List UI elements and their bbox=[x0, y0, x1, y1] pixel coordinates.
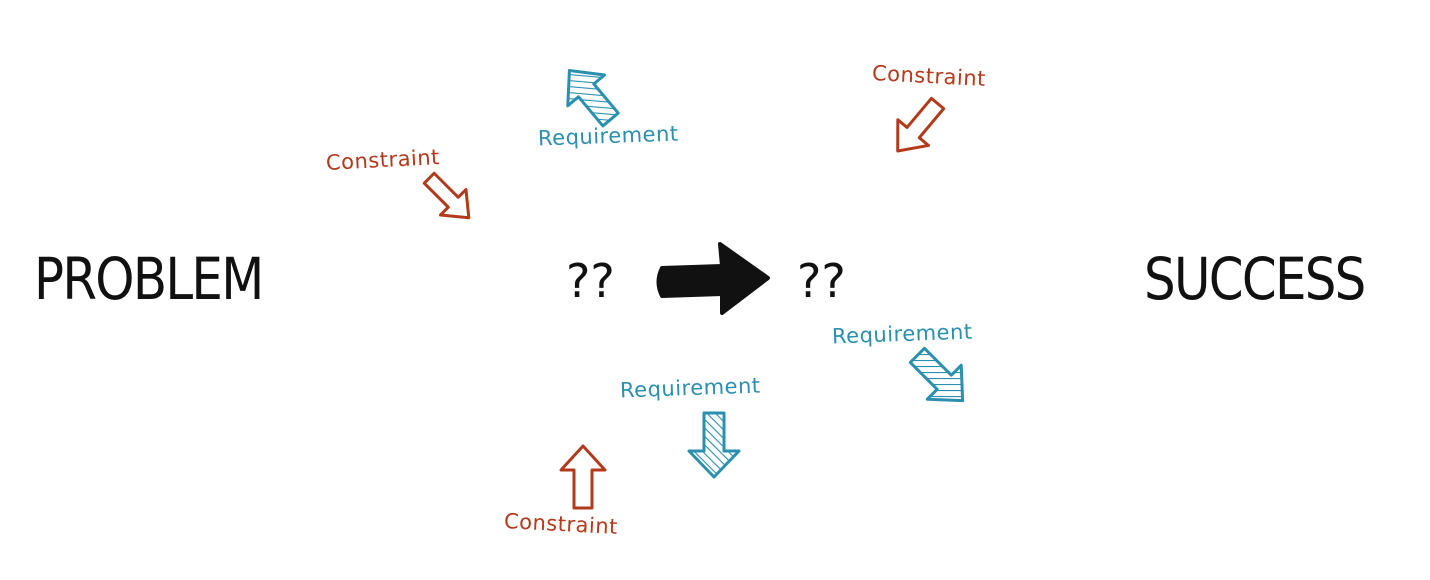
unknown-right: ?? bbox=[797, 254, 846, 308]
problem-label: PROBLEM bbox=[34, 245, 264, 313]
success-label: SUCCESS bbox=[1144, 245, 1366, 313]
requirement-arrow-icon bbox=[687, 411, 741, 479]
constraint-arrow-icon bbox=[559, 444, 607, 510]
requirement-arrow-icon bbox=[908, 346, 965, 403]
unknown-left: ?? bbox=[566, 254, 615, 308]
constraint-arrow-icon bbox=[422, 171, 471, 220]
requirement-arrow-icon bbox=[566, 68, 620, 128]
constraint-arrow-icon bbox=[896, 96, 946, 153]
main-arrow-icon bbox=[656, 242, 770, 315]
